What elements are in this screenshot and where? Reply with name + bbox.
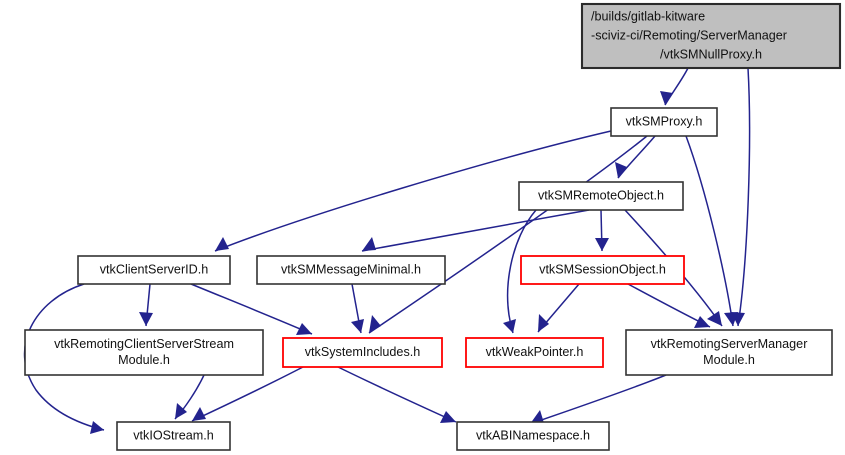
arrowhead-icon	[215, 237, 229, 251]
arrowhead-icon	[362, 237, 376, 251]
arrowhead-icon	[724, 312, 738, 326]
edge-smproxy-to-smremoteobject	[615, 135, 656, 179]
arrowhead-icon	[139, 312, 153, 326]
edge-line	[627, 283, 711, 328]
graph-node-root[interactable]: /builds/gitlab-kitware-sciviz-ci/Remotin…	[580, 2, 842, 70]
graph-node-abinamespace[interactable]: vtkABINamespace.h	[456, 421, 610, 451]
arrowhead-icon	[192, 407, 206, 421]
arrowhead-icon	[175, 403, 187, 419]
node-box[interactable]	[520, 255, 685, 285]
graph-node-clientserverid[interactable]: vtkClientServerID.h	[77, 255, 231, 285]
graph-node-smproxy[interactable]: vtkSMProxy.h	[610, 107, 718, 137]
edge-clientserverid-to-remotingclientserverstreammodule	[139, 283, 153, 327]
edge-remotingclientserverstreammodule-to-iostream	[174, 374, 205, 420]
arrowhead-icon	[530, 410, 544, 424]
arrowhead-icon	[694, 316, 710, 328]
edge-line	[685, 135, 734, 327]
edge-line	[337, 366, 457, 423]
edge-line	[214, 130, 612, 252]
arrowhead-icon	[660, 91, 673, 105]
node-box[interactable]	[116, 421, 231, 451]
arrowhead-icon	[595, 238, 609, 251]
edge-line	[23, 283, 105, 431]
arrowhead-icon	[615, 162, 627, 178]
edge-smproxy-to-systemincludes	[368, 135, 648, 334]
arrowhead-icon	[351, 319, 364, 333]
edge-smsessionobject-to-remotingservermanagermodule	[627, 283, 711, 328]
edge-line	[190, 283, 313, 335]
node-box[interactable]	[256, 255, 446, 285]
edge-clientserverid-to-systemincludes	[190, 283, 313, 335]
edge-root-to-remotingservermanagermodule	[731, 67, 751, 327]
node-box[interactable]	[580, 2, 842, 70]
graph-node-iostream[interactable]: vtkIOStream.h	[116, 421, 231, 451]
graph-node-smremoteobject[interactable]: vtkSMRemoteObject.h	[518, 181, 684, 211]
node-box[interactable]	[24, 329, 264, 376]
node-box[interactable]	[282, 337, 443, 368]
node-box[interactable]	[465, 337, 604, 368]
arrowhead-icon	[538, 314, 549, 332]
arrowhead-icon	[707, 311, 722, 326]
edges-layer	[23, 67, 751, 434]
edge-line	[361, 209, 590, 252]
arrowhead-icon	[90, 421, 104, 434]
edge-clientserverid-to-iostream	[23, 283, 105, 434]
arrowhead-icon	[369, 315, 381, 333]
edge-line	[737, 67, 751, 327]
node-box[interactable]	[610, 107, 718, 137]
edge-line	[617, 135, 656, 179]
arrowhead-icon	[503, 319, 516, 333]
graph-node-weakpointer[interactable]: vtkWeakPointer.h	[465, 337, 604, 368]
edge-systemincludes-to-abinamespace	[337, 366, 457, 423]
arrowhead-icon	[296, 323, 312, 335]
edge-smproxy-to-remotingservermanagermodule	[685, 135, 738, 327]
edge-smremoteobject-to-smsessionobject	[595, 209, 609, 252]
node-box[interactable]	[518, 181, 684, 211]
edge-smsessionobject-to-weakpointer	[537, 283, 580, 333]
edge-smmessageminimal-to-systemincludes	[351, 283, 364, 334]
graph-node-smsessionobject[interactable]: vtkSMSessionObject.h	[520, 255, 685, 285]
node-box[interactable]	[625, 329, 833, 376]
edge-line	[368, 135, 648, 334]
edge-systemincludes-to-iostream	[191, 366, 304, 422]
edge-line	[529, 374, 667, 425]
edge-remotingservermanagermodule-to-abinamespace	[529, 374, 667, 425]
node-box[interactable]	[456, 421, 610, 451]
graph-node-systemincludes[interactable]: vtkSystemIncludes.h	[282, 337, 443, 368]
nodes-layer: /builds/gitlab-kitware-sciviz-ci/Remotin…	[24, 2, 842, 451]
edge-line	[506, 209, 537, 334]
node-box[interactable]	[77, 255, 231, 285]
graph-node-smmessageminimal[interactable]: vtkSMMessageMinimal.h	[256, 255, 446, 285]
edge-smproxy-to-clientserverid	[214, 130, 612, 252]
arrowhead-icon	[440, 411, 456, 423]
edge-smremoteobject-to-weakpointer	[503, 209, 537, 334]
edge-smremoteobject-to-smmessageminimal	[361, 209, 590, 252]
edge-root-to-smproxy	[660, 67, 689, 106]
